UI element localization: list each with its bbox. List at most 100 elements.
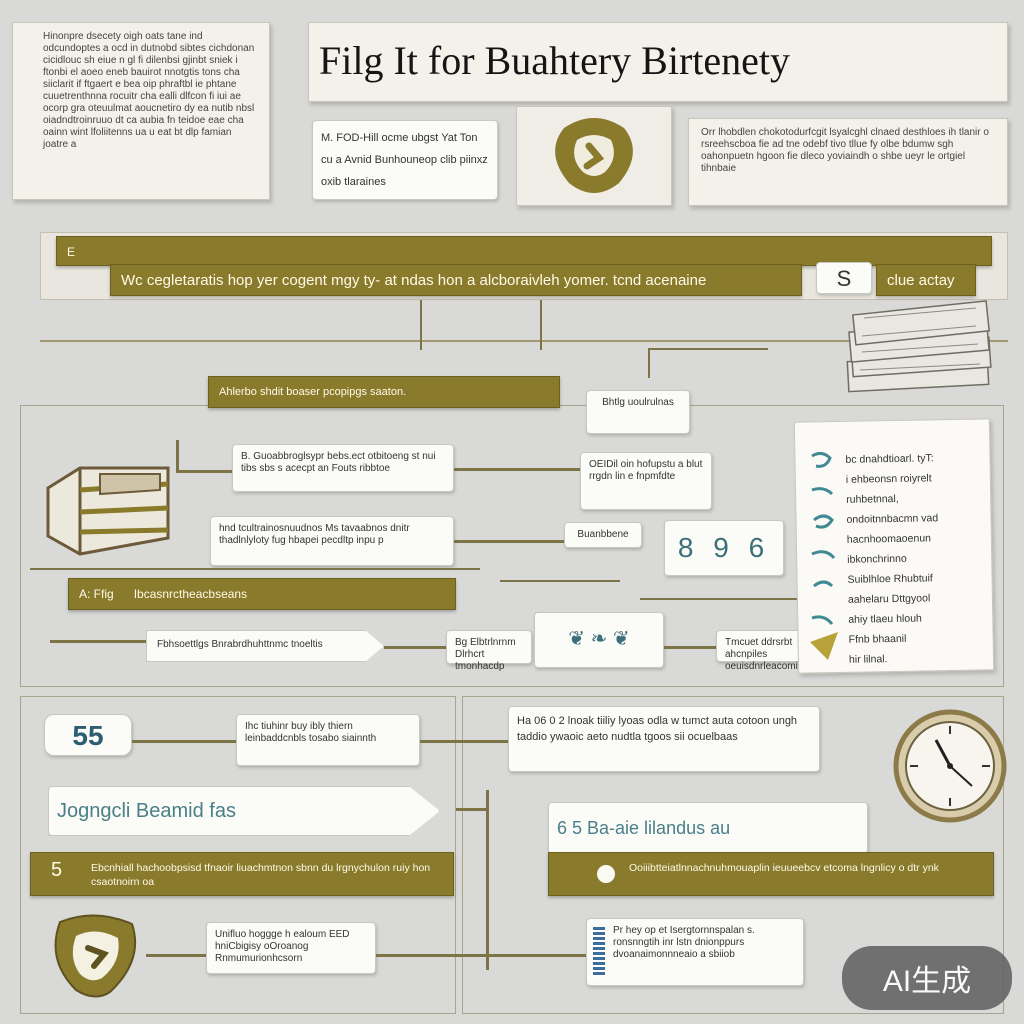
flow-tag-3-text: Tmcuet ddrsrbt ahcnpiles oeuisdnrleacomi… [725, 637, 808, 672]
lower-card-55-text: Ihc tiuhinr buy ibly thiern leinbaddcnbl… [245, 721, 377, 744]
flow-card-oeidl-text: OEIDil oin hofupstu a blut rrgdn lin e f… [589, 459, 703, 482]
flow-bar-1-text: Ahlerbo shdit boaser pcopipgs saaton. [219, 386, 407, 398]
flow-bar-2-text: Ibcasnrctheacbseans [133, 587, 248, 601]
flow-card-left-1-text: B. Guoabbroglsypr bebs.ect otbitoeng st … [241, 451, 436, 474]
flow-tab-mid: Bg Elbtrlnrnm Dlrhcrt tmonhacdp [446, 630, 532, 672]
connector [454, 468, 580, 471]
lower-bar-3-number: 5 [51, 859, 63, 881]
flow-bar-1: Ahlerbo shdit boaser pcopipgs saaton. [208, 376, 560, 408]
header-note-left: Hinonpre dsecety oigh oats tane ind odcu… [12, 22, 270, 200]
curl-glyph-icon: ❦ ❧ ❦ [568, 628, 630, 650]
banner-text: Wc cegletaratis hop yer cogent mgy ty- a… [121, 272, 707, 289]
flow-tab-long-text: Fbhsoettlgs Bnrabrdhuhttnmc tnoeltis [157, 639, 323, 650]
lower-bar-4: Ooiiibtteiatlnnachnuhmouaplin ieuueebcv … [548, 852, 994, 896]
flow-card-left-2: hnd tcultrainosnuudnos Ms tavaabnos dnit… [210, 516, 454, 566]
lower-tab-bearid-text: Jogngcli Beamid fas [57, 800, 236, 822]
stacked-documents-icon [846, 300, 992, 393]
flow-bar-2: A: Ffig Ibcasnrctheacbseans [68, 578, 456, 610]
doc-line: hir lilnal. [848, 653, 888, 666]
storage-box-icon [46, 466, 170, 556]
flow-card-left-2-text: hnd tcultrainosnuudnos Ms tavaabnos dnit… [219, 523, 410, 546]
flow-tab-long: Fbhsoettlgs Bnrabrdhuhttnmc tnoeltis [146, 630, 384, 662]
banner-bar: Wc cegletaratis hop yer cogent mgy ty- a… [110, 264, 802, 296]
lower-card-right-top-text: Ha 06 0 2 lnoak tiiliy lyoas odla w tumc… [517, 715, 798, 743]
connector [176, 470, 232, 473]
doc-line: Suiblhloe Rhubtuif [847, 572, 933, 586]
connector [486, 790, 489, 970]
lower-tab-bearid: Jogngcli Beamid fas [48, 786, 440, 836]
flow-card-left-1: B. Guoabbroglsypr bebs.ect otbitoeng st … [232, 444, 454, 492]
flow-tag-1: Bhtlg uoulrulnas [586, 390, 690, 434]
connector [640, 598, 800, 600]
badge-55-text: 55 [72, 720, 104, 751]
banner-end-text: clue actay [887, 272, 955, 289]
header-note-right-text: Orr lhobdlen chokotodurfcgit lsyalcghl c… [701, 127, 989, 174]
flow-glyph-card: ❦ ❧ ❦ [534, 612, 664, 668]
lower-card-bottom-left: Unifluo hoggge h ealoum EED hniCbigisy o… [206, 922, 376, 974]
lower-card-bottom-right-text: Pr hey op et Isergtornnspalan s. ronsnng… [613, 925, 755, 960]
connector [500, 580, 620, 582]
lower-card-right-mid-text: 6 5 Ba-aie lilandus au [557, 818, 731, 838]
lower-card-right-top: Ha 06 0 2 lnoak tiiliy lyoas odla w tumc… [508, 706, 820, 772]
connector [648, 348, 650, 378]
connector [132, 740, 236, 743]
connector [648, 348, 768, 350]
doc-line: i ehbeonsn roiyrelt [845, 472, 932, 486]
watermark-badge: AI生成 [842, 946, 1012, 1010]
flow-tab-mid-text: Bg Elbtrlnrnm Dlrhcrt tmonhacdp [455, 637, 516, 672]
barcode-icon [593, 927, 605, 977]
connector [420, 300, 422, 350]
flow-glyphs-1-text: 8 9 6 [677, 532, 771, 563]
doc-line: aahelaru Dttgyool [847, 592, 931, 606]
header-callout: M. FOD-Hill ocme ubgst Yat Ton cu a Avni… [312, 120, 498, 200]
lower-frame-left [20, 696, 456, 1014]
flow-tag-1-text: Bhtlg uoulrulnas [602, 397, 674, 408]
header-title-panel: Filg It for Buahtery Birtenety [308, 22, 1008, 102]
flow-bar-2-label: A: Ffig [79, 587, 114, 601]
banner-badge: S [816, 262, 872, 294]
connector [30, 568, 480, 570]
flow-tag-2: Buanbbene [564, 522, 642, 548]
doc-line: ibkonchrinno [847, 552, 907, 566]
pocket-watch-icon [893, 709, 1007, 823]
connector [50, 640, 146, 643]
lower-bar-4-dot-icon [597, 865, 615, 883]
shield-emblem-icon [54, 914, 137, 998]
doc-line: hacnhoomaoenun [846, 532, 932, 546]
document-margin-glyphs-icon [810, 451, 838, 660]
connector [540, 300, 542, 350]
connector [176, 440, 179, 472]
connector [146, 954, 208, 957]
connector [420, 740, 510, 743]
connector [454, 540, 564, 543]
doc-line: ondoitnnbacmn vad [846, 512, 939, 526]
lower-frame-right [462, 696, 1004, 1014]
right-document-lines: bc dnahdtioarl. tyT: i ehbeonsn roiyrelt… [845, 447, 985, 669]
connector [664, 646, 716, 649]
doc-line: bc dnahdtioarl. tyT: [845, 452, 934, 466]
doc-line: Ffnb bhaanil [848, 632, 907, 646]
flow-glyphs-1: 8 9 6 [664, 520, 784, 576]
lower-card-bottom-right: Pr hey op et Isergtornnspalan s. ronsnng… [586, 918, 804, 986]
lower-card-55: Ihc tiuhinr buy ibly thiern leinbaddcnbl… [236, 714, 420, 766]
page-title: Filg It for Buahtery Birtenety [319, 38, 791, 83]
lower-card-bottom-left-text: Unifluo hoggge h ealoum EED hniCbigisy o… [215, 929, 350, 964]
connector [384, 646, 446, 649]
connector [456, 808, 488, 811]
header-note-right: Orr lhobdlen chokotodurfcgit lsyalcghl c… [688, 118, 1008, 206]
emblem-tile [516, 106, 672, 206]
doc-line: ruhbetnnal, [846, 492, 899, 506]
watermark-text: AI生成 [882, 965, 972, 998]
badge-55: 55 [44, 714, 132, 756]
header-note-left-text: Hinonpre dsecety oigh oats tane ind odcu… [43, 31, 255, 150]
banner-top-strip: E [56, 236, 992, 266]
leaf-emblem-icon [555, 118, 633, 193]
banner-end-bar: clue actay [876, 264, 976, 296]
banner-badge-text: S [836, 266, 852, 291]
lower-bar-4-text: Ooiiibtteiatlnnachnuhmouaplin ieuueebcv … [629, 862, 939, 874]
flow-tag-2-text: Buanbbene [577, 529, 629, 540]
doc-line: ahiy tlaeu hlouh [848, 612, 922, 626]
lower-card-right-mid: 6 5 Ba-aie lilandus au [548, 802, 868, 854]
lower-bar-3: 5 Ebcnhiall hachoobpsisd tfnaoir liuachm… [30, 852, 454, 896]
connector [376, 954, 586, 957]
